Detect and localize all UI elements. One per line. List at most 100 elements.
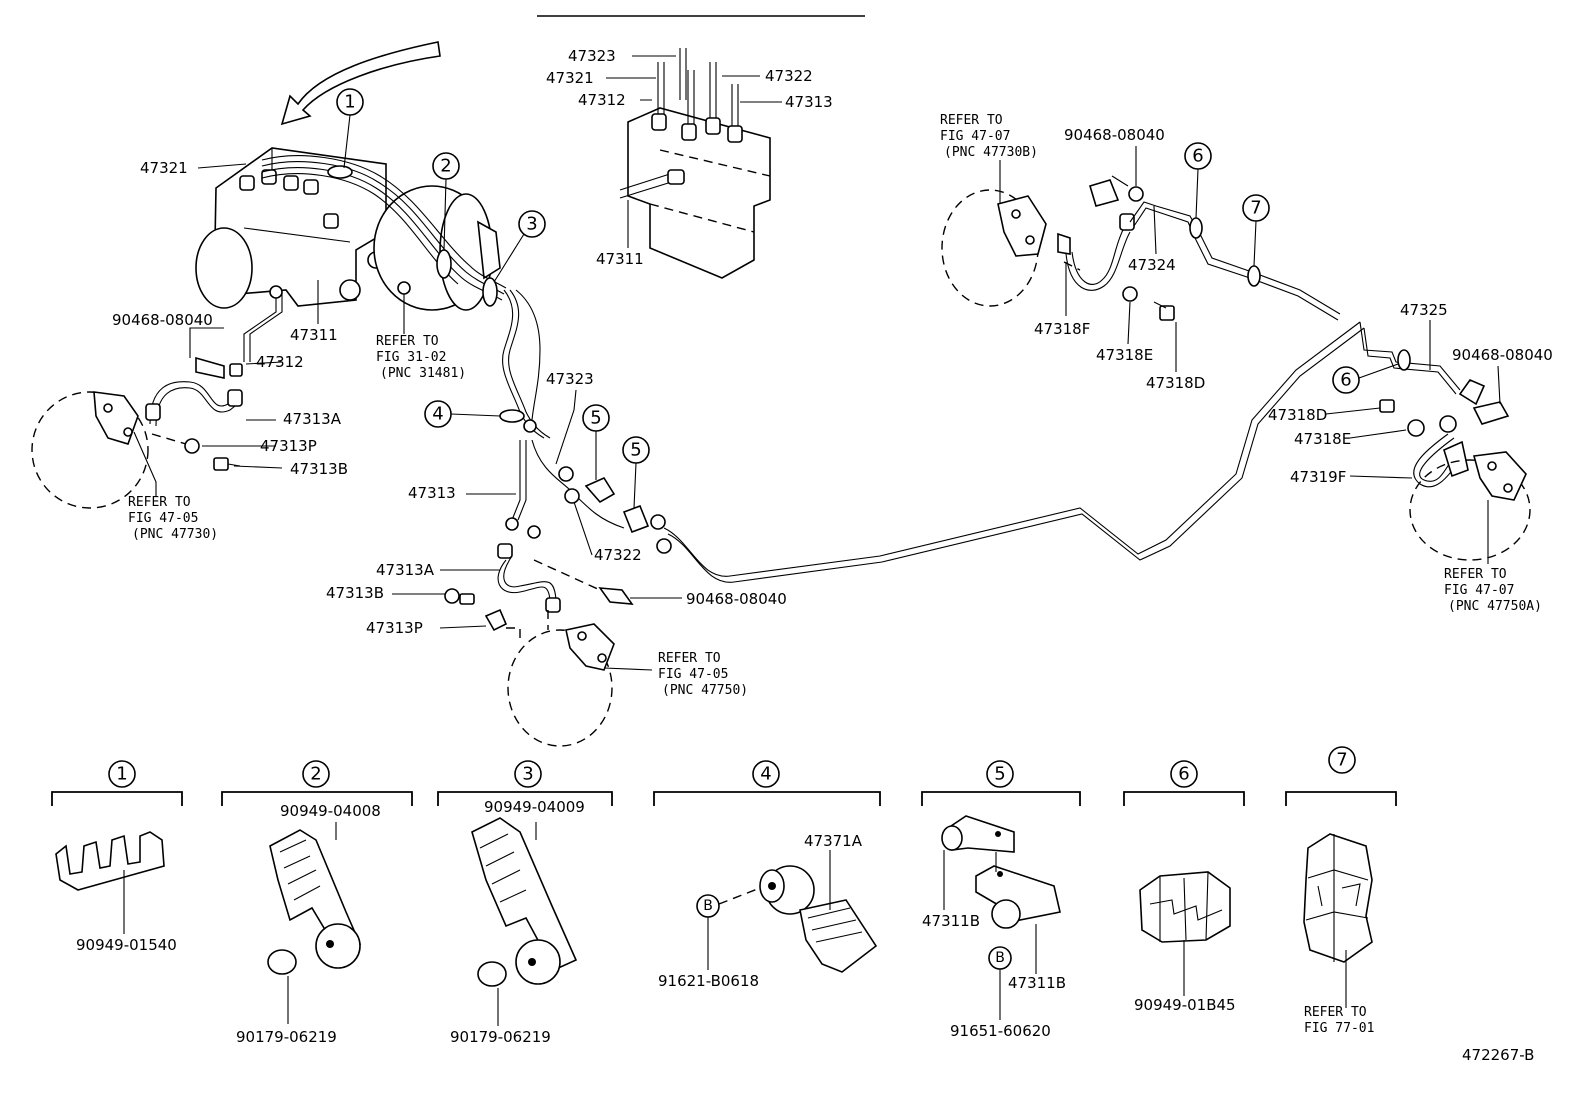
left-front-caliper: 90468-08040 47312 47313A 47313P 47313B R…: [31, 311, 348, 542]
label-47318F: 47318F: [1034, 320, 1090, 338]
callout-6-b: 6: [1332, 363, 1399, 394]
part-47371A: 47371A: [804, 832, 863, 850]
detail-section-3: 3 90949-04009 90179-06219: [437, 760, 613, 1046]
svg-text:1: 1: [116, 764, 127, 785]
part-90179-06219-a: 90179-06219: [236, 1028, 337, 1046]
svg-text:5: 5: [630, 440, 641, 461]
label-47318D-a: 47318D: [1146, 374, 1205, 392]
part-91651-60620: 91651-60620: [950, 1022, 1051, 1040]
callout-4: 4: [424, 400, 501, 428]
svg-text:1: 1: [344, 92, 355, 113]
svg-text:B: B: [995, 950, 1005, 966]
label-top-47312: 47312: [578, 91, 626, 109]
svg-text:6: 6: [1178, 764, 1189, 785]
detail-section-4: 4 B 47371A 91621-B0618: [653, 760, 881, 990]
detail-section-5: 5 B 47311B 47311B 91651-60620: [921, 760, 1081, 1040]
detail-section-2: 2 90949-04008 90179-06219: [221, 760, 413, 1046]
label-47318E-b: 47318E: [1294, 430, 1351, 448]
part-47311B-a: 47311B: [922, 912, 980, 930]
refer-47-05-a-line1: REFER TO: [128, 495, 191, 510]
refer-47-07-b-line2: FIG 47-07: [940, 129, 1010, 144]
rear-right-caliper: REFER TO FIG 47-07 (PNC 47750A): [1359, 321, 1542, 614]
label-90468-08040-c: 90468-08040: [1064, 126, 1165, 144]
refer-47-05-a-line3: (PNC 47730): [132, 527, 218, 542]
callout-7: 7: [1242, 194, 1270, 267]
label-47318D-b: 47318D: [1268, 406, 1327, 424]
label-top-47311: 47311: [596, 250, 644, 268]
direction-arrow-icon: [280, 41, 441, 126]
refer-31-02-line1: REFER TO: [376, 334, 439, 349]
label-47318E-a: 47318E: [1096, 346, 1153, 364]
label-90468-08040-b: 90468-08040: [686, 590, 787, 608]
label-90468-08040-d: 90468-08040: [1452, 346, 1553, 364]
label-47313A-b: 47313A: [376, 561, 435, 579]
refer-47-05-b-line1: REFER TO: [658, 651, 721, 666]
part-90179-06219-b: 90179-06219: [450, 1028, 551, 1046]
fitting-group: [651, 113, 743, 143]
label-top-47321: 47321: [546, 69, 594, 87]
label-47313B-b: 47313B: [326, 584, 384, 602]
refer-77-01-line2: FIG 77-01: [1304, 1021, 1374, 1036]
detail-section-6: 6 90949-01B45: [1123, 760, 1245, 1014]
refer-47-07-a-line3: (PNC 47750A): [1448, 599, 1542, 614]
refer-47-07-b-line1: REFER TO: [940, 113, 1003, 128]
detail-section-7: 7 REFER TO FIG 77-01: [1285, 746, 1397, 1036]
part-90949-01540: 90949-01540: [76, 936, 177, 954]
bracket-lower-icon: [975, 865, 1061, 923]
part-47311B-b: 47311B: [1008, 974, 1066, 992]
label-47313: 47313: [408, 484, 456, 502]
label-47313B-a: 47313B: [290, 460, 348, 478]
label-47323: 47323: [546, 370, 594, 388]
svg-text:4: 4: [760, 764, 771, 785]
callout-5-a: 5: [582, 404, 610, 480]
label-top-47322: 47322: [765, 67, 813, 85]
refer-47-05-a-line2: FIG 47-05: [128, 511, 198, 526]
svg-text:6: 6: [1340, 370, 1351, 391]
diagram-id: 472267-B: [1462, 1046, 1534, 1064]
svg-text:7: 7: [1250, 198, 1261, 219]
clamp-bracket-3-icon: [471, 817, 578, 972]
svg-text:2: 2: [310, 764, 321, 785]
label-47324: 47324: [1128, 256, 1176, 274]
detail-section-1: 1 90949-01540: [51, 760, 183, 954]
svg-text:2: 2: [440, 156, 451, 177]
label-90468-08040-a: 90468-08040: [112, 311, 213, 329]
front-right-caliper: REFER TO FIG 47-05 (PNC 47750): [507, 623, 748, 747]
svg-text:B: B: [703, 898, 713, 914]
abs-actuator-assembly: [195, 41, 507, 362]
label-47313A-a: 47313A: [283, 410, 342, 428]
label-top-47323: 47323: [568, 47, 616, 65]
label-47321: 47321: [140, 159, 188, 177]
label-47312: 47312: [256, 353, 304, 371]
front-right-lines: [444, 289, 1365, 638]
svg-text:6: 6: [1192, 146, 1203, 167]
part-90949-04008: 90949-04008: [280, 802, 381, 820]
callout-2: 2: [432, 152, 460, 251]
clamp-assembly-icon: [1303, 833, 1373, 963]
refer-47-05-b-line3: (PNC 47750): [662, 683, 748, 698]
refer-31-02-line3: (PNC 31481): [380, 366, 466, 381]
actuator-detail-view: 47323 47321 47312 47322 47313 47311: [537, 15, 865, 279]
refer-31-02-line2: FIG 31-02: [376, 350, 446, 365]
svg-text:7: 7: [1336, 750, 1347, 771]
svg-text:3: 3: [522, 764, 533, 785]
refer-47-05-b-line2: FIG 47-05: [658, 667, 728, 682]
callout-1: 1: [336, 88, 364, 169]
label-47313P-a: 47313P: [260, 437, 317, 455]
callout-6-a: 6: [1184, 142, 1212, 219]
pipe-clamp-3-icon: [55, 831, 165, 891]
refer-47-07-b-line3: (PNC 47730B): [944, 145, 1038, 160]
refer-47-07-a-line1: REFER TO: [1444, 567, 1507, 582]
svg-text:5: 5: [590, 408, 601, 429]
callout-5-b: 5: [622, 436, 650, 509]
rear-left-caliper: REFER TO FIG 47-07 (PNC 47730B): [940, 113, 1341, 321]
label-47313P-b: 47313P: [366, 619, 423, 637]
part-90949-04009: 90949-04009: [484, 798, 585, 816]
grommet-clamp-icon: [799, 899, 878, 973]
label-47322: 47322: [594, 546, 642, 564]
label-47311: 47311: [290, 326, 338, 344]
label-47319F: 47319F: [1290, 468, 1346, 486]
svg-text:4: 4: [432, 404, 443, 425]
label-47325: 47325: [1400, 301, 1448, 319]
